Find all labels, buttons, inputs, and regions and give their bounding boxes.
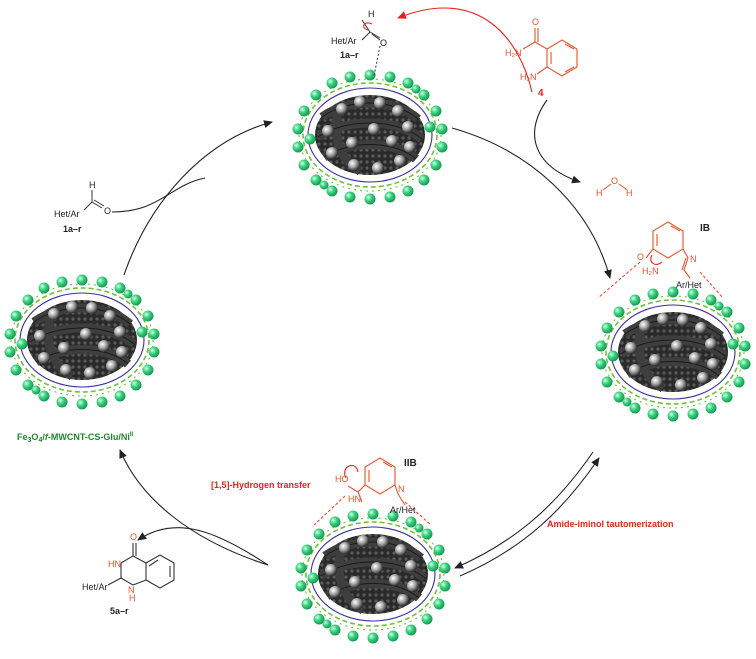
intermediate-ib-n: N: [690, 254, 697, 264]
aldehyde-top-structure: [361, 19, 381, 77]
anthranilamide-code: 4: [538, 88, 544, 99]
intermediate-ib-sub: Ar/Het: [676, 280, 702, 290]
catalyst-particle-right: [596, 287, 751, 422]
anthranilamide-amide-n: H₂N: [505, 48, 522, 58]
aldehyde-left-code: 1a–r: [63, 224, 82, 234]
cycle-arrow-left-top: [123, 120, 273, 276]
water-h1: H: [596, 188, 603, 198]
catalyst-label-slash: /: [42, 432, 45, 442]
aldehyde-top-group: Het/Ar: [331, 36, 357, 46]
aldehyde-left-structure: [83, 190, 105, 211]
intermediate-iib-sub: Ar/Het: [390, 505, 416, 515]
intermediate-iib-n: N: [398, 484, 405, 494]
catalyst-particle-left: [5, 275, 160, 410]
intermediate-iib-structure: [313, 457, 431, 526]
nucleophilic-attack-arrow: [397, 7, 533, 93]
water-h2: H: [626, 188, 633, 198]
cycle-arrow-top-right: [451, 127, 612, 279]
catalyst-label-o: O: [31, 432, 38, 442]
step-hydrogen-transfer: [1,5]-Hydrogen transfer: [211, 480, 311, 490]
water-structure: [602, 183, 628, 191]
product-o: O: [130, 532, 137, 542]
intermediate-ib-label: IB: [700, 223, 710, 234]
anthranilamide-structure: [522, 28, 578, 77]
catalyst-particle-bottom: [296, 509, 451, 644]
product-nh-bottom: N: [128, 585, 135, 595]
intermediate-iib-ho: HO: [335, 474, 349, 484]
aldehyde-left-o: O: [104, 206, 111, 216]
intermediate-ib-structure: [597, 221, 724, 299]
product-nh-top: HN: [108, 559, 121, 569]
water-release-arrow: [534, 99, 581, 184]
catalyst-label-sub4: 4: [38, 437, 42, 444]
step-tautomerization: Amide-iminol tautomerization: [547, 519, 674, 529]
catalyst-label-sup: II: [130, 432, 134, 438]
equilibrium-arrow-forward: [454, 451, 594, 569]
intermediate-ib-nh2: H₂N: [642, 266, 659, 276]
catalyst-label-sub3: 3: [28, 437, 32, 444]
equilibrium-arrow-reverse: [459, 457, 600, 577]
product-h: H: [129, 593, 136, 603]
catalyst-label-f: f: [45, 432, 49, 442]
anthranilamide-amine-n: H₂N: [520, 72, 537, 82]
aldehyde-top-code: 1a–r: [340, 50, 359, 60]
water-o: O: [611, 176, 618, 186]
intermediate-ib-o: O: [637, 252, 644, 262]
intermediate-iib-label: IIB: [404, 458, 417, 469]
anthranilamide-amide-o: O: [532, 17, 539, 27]
aldehyde-top-o: O: [380, 38, 387, 48]
cycle-arrow-bottom-left: [119, 449, 269, 566]
catalyst-label: Fe3O4/f-MWCNT-CS-Glu/NiII: [17, 432, 134, 444]
product-group: Het/Ar: [82, 582, 108, 592]
catalyst-particle-top: [293, 70, 448, 205]
product-release-arrow: [137, 527, 269, 566]
catalyst-label-rest: -MWCNT-CS-Glu/Ni: [48, 432, 130, 442]
aldehyde-left-group: Het/Ar: [54, 209, 80, 219]
intermediate-iib-hn: HN: [348, 494, 361, 504]
product-structure: [107, 543, 175, 589]
aldehyde-left-h: H: [89, 180, 96, 190]
product-code: 5a–r: [110, 606, 129, 616]
aldehyde-entry-arrow: [111, 177, 206, 213]
aldehyde-top-h: H: [368, 9, 375, 19]
catalyst-label-fe: Fe: [17, 432, 28, 442]
